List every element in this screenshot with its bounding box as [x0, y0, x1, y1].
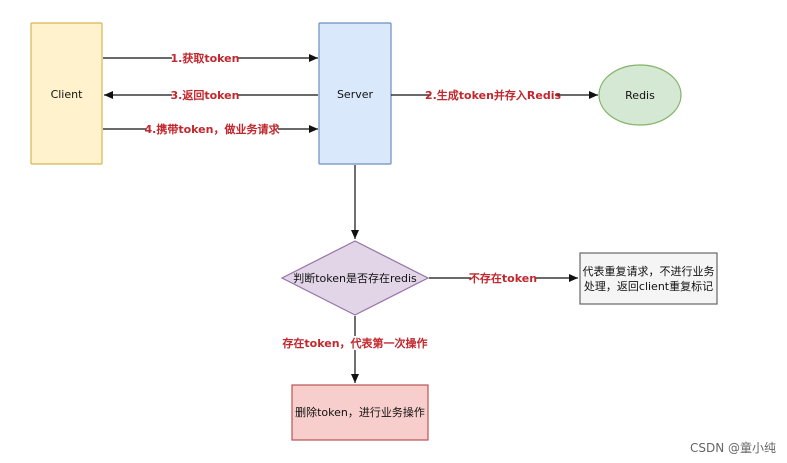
decision-node: 判断token是否存在redis	[280, 240, 430, 316]
delete-label: 删除token，进行业务操作	[295, 405, 425, 419]
generate-token-label-bg	[431, 88, 555, 102]
server-label: Server	[337, 88, 374, 101]
edge-exist: 存在token，代表第一次操作	[282, 316, 428, 383]
client-label: Client	[51, 88, 84, 101]
return-token-label-bg	[172, 88, 238, 102]
exist-label-bg	[286, 336, 425, 350]
delete-box	[291, 384, 429, 441]
not-exist-label-bg	[471, 271, 535, 285]
client-node: Client	[30, 22, 103, 165]
edge-get-token: 1.获取token	[103, 51, 318, 65]
decision-diamond	[280, 240, 430, 316]
duplicate-label-line1: 代表重复请求，不进行业务	[583, 264, 715, 278]
redis-label: Redis	[625, 89, 655, 102]
return-token-label: 3.返回token	[171, 88, 240, 102]
server-box	[318, 22, 392, 165]
redis-node: Redis	[598, 64, 682, 126]
get-token-label: 1.获取token	[171, 51, 240, 65]
duplicate-box	[579, 252, 718, 305]
edge-not-exist: 不存在token	[429, 271, 578, 285]
not-exist-label: 不存在token	[469, 271, 537, 285]
edge-generate-token: 2.生成token并存入Redis	[391, 88, 598, 102]
duplicate-label-line2: 处理，返回client重复标记	[584, 279, 713, 293]
duplicate-node: 代表重复请求，不进行业务 处理，返回client重复标记	[579, 252, 718, 305]
watermark: CSDN @童小纯	[690, 440, 776, 455]
edge-carry-token: 4.携带token，做业务请求	[103, 122, 318, 136]
generate-token-label: 2.生成token并存入Redis	[425, 88, 562, 102]
client-box	[30, 22, 103, 165]
edge-return-token: 3.返回token	[104, 88, 318, 102]
carry-token-label-bg	[146, 122, 278, 136]
get-token-label-bg	[172, 51, 238, 65]
server-node: Server	[318, 22, 392, 165]
redis-ellipse	[598, 64, 682, 126]
exist-label: 存在token，代表第一次操作	[282, 336, 427, 350]
delete-node: 删除token，进行业务操作	[291, 384, 429, 441]
carry-token-label: 4.携带token，做业务请求	[145, 122, 281, 136]
decision-label: 判断token是否存在redis	[293, 271, 417, 285]
